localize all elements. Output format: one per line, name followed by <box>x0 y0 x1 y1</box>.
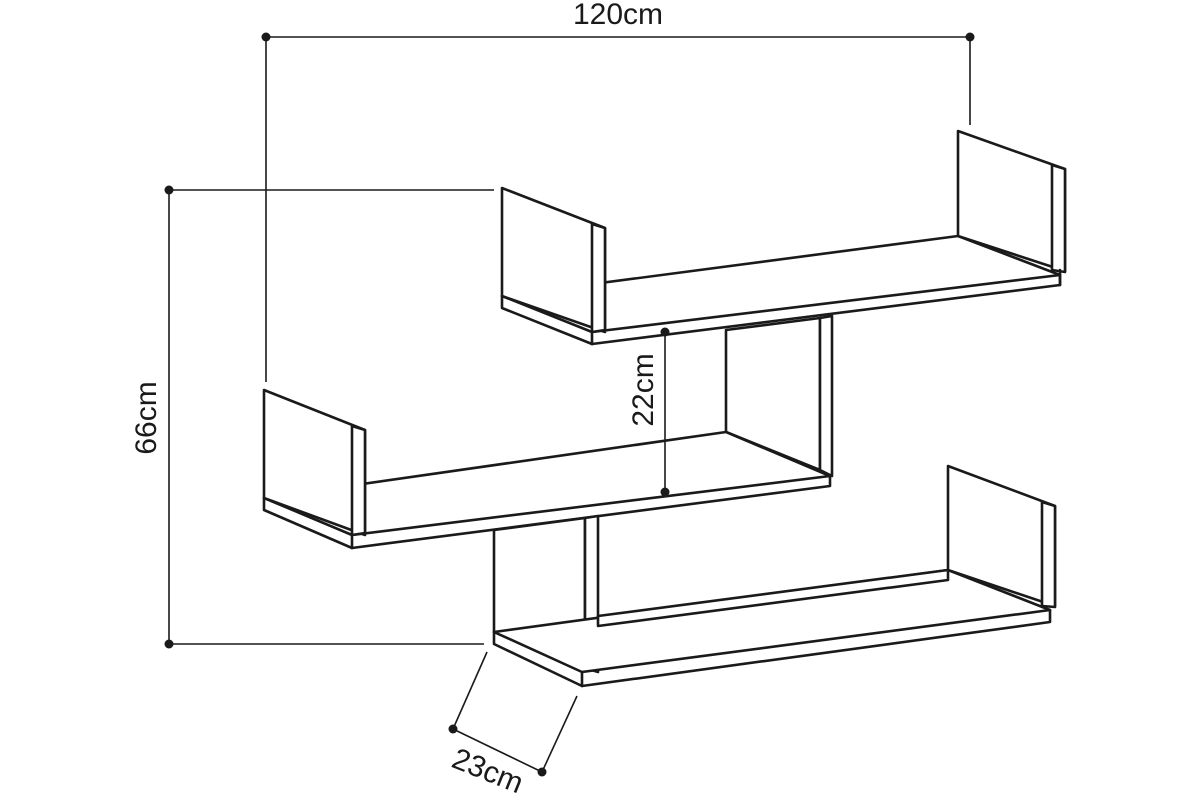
top-shelf-right-wall-front <box>1050 163 1067 274</box>
height-label: 66cm <box>130 381 163 454</box>
height-dimension: 66cm <box>130 185 494 649</box>
bottom-shelf <box>492 464 1057 688</box>
top-shelf-left-wall <box>500 186 607 334</box>
width-label: 120cm <box>573 0 663 31</box>
top-shelf-underside <box>500 294 594 346</box>
depth-right-extension <box>541 695 578 773</box>
width-dimension: 120cm <box>261 0 975 382</box>
height-top-dot <box>164 185 174 195</box>
depth-left-dot <box>448 724 458 734</box>
width-right-dot <box>965 32 975 42</box>
upper-connector <box>724 314 834 478</box>
gap-top-dot <box>660 327 670 337</box>
bottom-shelf-inner-face <box>596 568 950 628</box>
upper-connector-edge <box>818 314 834 478</box>
bottom-shelf-underside <box>492 630 584 688</box>
width-left-dot <box>261 32 271 42</box>
top-shelf-left-wall-front <box>590 222 607 334</box>
gap-label: 22cm <box>627 353 660 426</box>
gap-bottom-dot <box>660 487 670 497</box>
bottom-shelf-right-wall-front <box>1040 500 1057 609</box>
middle-shelf-left-wall-front <box>350 424 367 537</box>
middle-shelf-left-wall <box>262 388 367 537</box>
depth-right-dot <box>537 767 547 777</box>
height-bottom-dot <box>164 639 174 649</box>
top-shelf <box>500 129 1067 346</box>
middle-shelf-underside <box>262 496 354 550</box>
bottom-shelf-front-lip <box>580 608 1052 688</box>
depth-dimension-line <box>452 728 543 773</box>
depth-label: 23cm <box>447 742 527 800</box>
gap-dimension: 22cm <box>627 327 670 497</box>
depth-left-extension <box>452 651 488 730</box>
